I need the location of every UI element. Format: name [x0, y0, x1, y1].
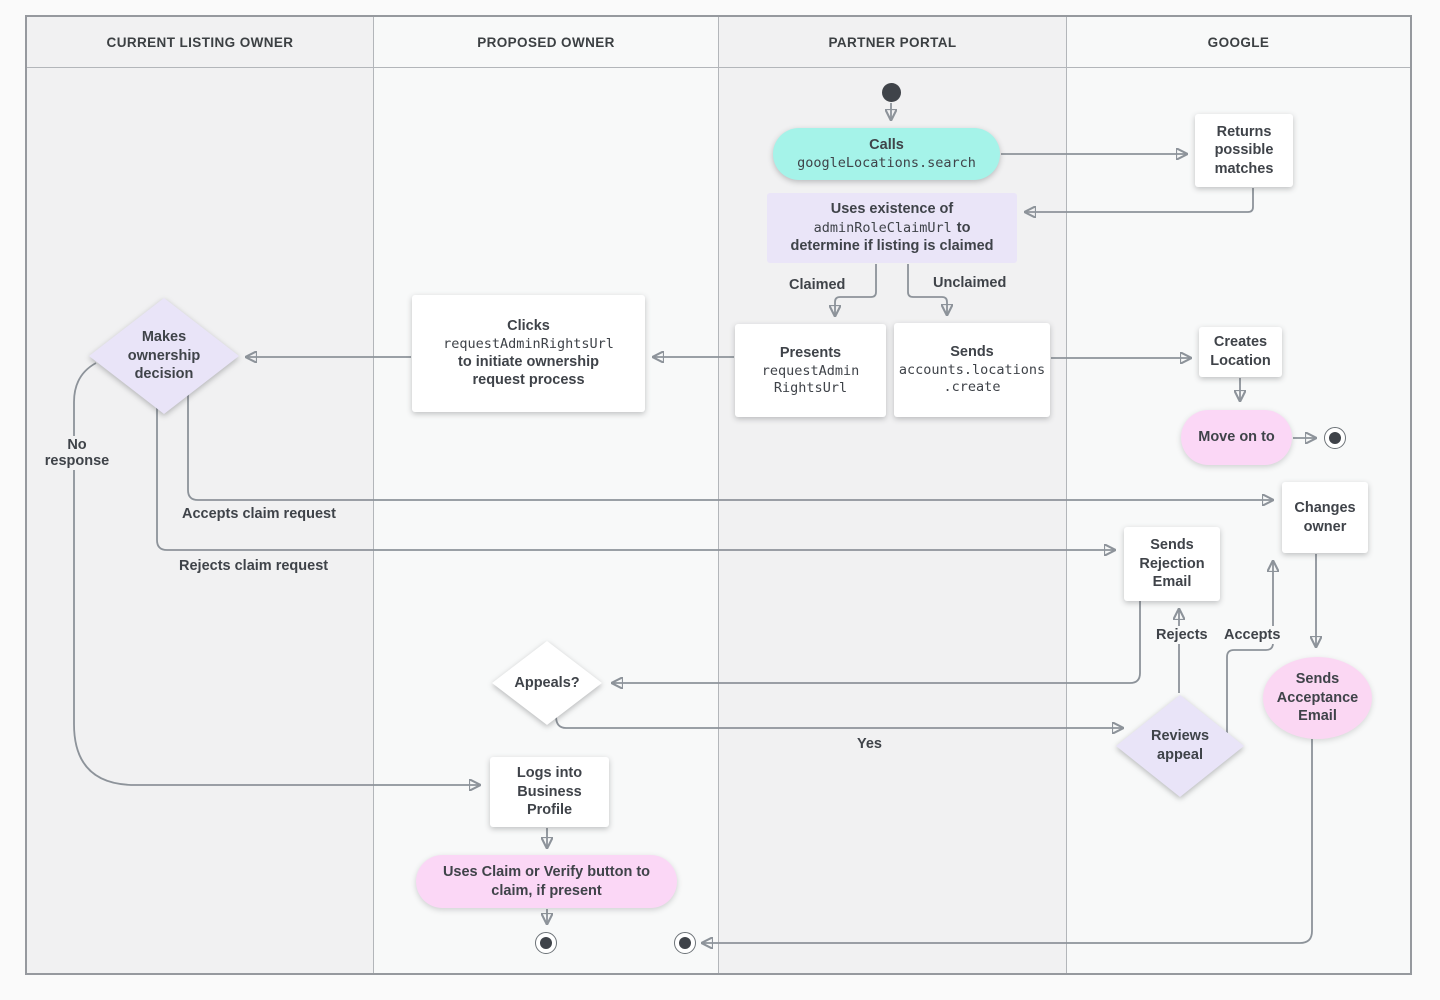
end-node-claim: [535, 932, 557, 954]
activity-code-line2: .create: [943, 379, 1001, 396]
start-node: [882, 83, 901, 102]
edge-label-rejects: Rejects: [1152, 626, 1212, 644]
activity-line2: to initiate ownership: [458, 353, 599, 370]
edge-label-no-response: No response: [36, 436, 118, 470]
decision-label: Makes ownership decision: [89, 298, 239, 414]
decision-appeals: Appeals?: [492, 641, 602, 725]
lane-current-listing-owner: CURRENT LISTING OWNER: [27, 17, 374, 973]
end-node-inner-dot: [679, 937, 691, 949]
edge-label-rejects-claim-request: Rejects claim request: [175, 557, 333, 575]
activity-clicks-requestadminrightsurl: Clicks requestAdminRightsUrl to initiate…: [412, 295, 645, 412]
end-node-inner-dot: [1329, 432, 1341, 444]
edge-label-yes: Yes: [853, 735, 886, 753]
activity-calls-googlelocations-search: Calls googleLocations.search: [773, 128, 1000, 180]
activity-title: Sends: [950, 344, 994, 361]
activity-title: Calls: [869, 137, 904, 154]
lane-header-current-listing-owner: CURRENT LISTING OWNER: [27, 17, 373, 68]
uses-existence-code: adminRoleClaimUrl: [813, 219, 952, 236]
activity-sends-acceptance-email: Sends Acceptance Email: [1263, 657, 1372, 739]
activity-line3: request process: [472, 372, 585, 389]
end-node-moveon: [1324, 427, 1346, 449]
activity-returns-possible-matches: Returns possible matches: [1195, 114, 1293, 187]
edge-label-unclaimed: Unclaimed: [929, 274, 1011, 292]
decision-label: Appeals?: [492, 641, 602, 725]
activity-title: Presents: [779, 344, 842, 361]
end-node-inner-dot: [540, 937, 552, 949]
activity-code: requestAdminRightsUrl: [443, 335, 614, 352]
end-node-acceptance: [674, 932, 696, 954]
activity-code-line1: requestAdmin: [761, 362, 860, 379]
lane-header-google: GOOGLE: [1067, 17, 1410, 68]
uses-existence-suffix: to: [956, 219, 971, 236]
activity-creates-location: Creates Location: [1199, 327, 1282, 377]
edge-label-accepts: Accepts: [1220, 626, 1285, 644]
lane-proposed-owner: PROPOSED OWNER: [374, 17, 719, 973]
uses-existence-line1: Uses existence of: [830, 201, 954, 218]
activity-move-on-to: Move on to: [1181, 410, 1292, 465]
activity-title: Clicks: [507, 318, 550, 335]
decision-makes-ownership-decision: Makes ownership decision: [89, 298, 239, 414]
lane-header-proposed-owner: PROPOSED OWNER: [374, 17, 718, 68]
uses-existence-line3: determine if listing is claimed: [790, 238, 994, 255]
activity-changes-owner: Changes owner: [1282, 482, 1368, 553]
activity-code: googleLocations.search: [797, 154, 976, 171]
activity-uses-claim-or-verify: Uses Claim or Verify button to claim, if…: [416, 855, 677, 908]
decision-label: Reviews appeal: [1116, 695, 1244, 797]
activity-sends-rejection-email: Sends Rejection Email: [1124, 527, 1220, 601]
decision-reviews-appeal: Reviews appeal: [1116, 695, 1244, 797]
lane-header-partner-portal: PARTNER PORTAL: [719, 17, 1066, 68]
activity-sends-accounts-locations-create: Sends accounts.locations .create: [894, 323, 1050, 417]
activity-logs-into-business-profile: Logs into Business Profile: [490, 757, 609, 827]
activity-code-line1: accounts.locations: [898, 362, 1046, 378]
activity-code-line2: RightsUrl: [773, 379, 848, 396]
edge-label-accepts-claim-request: Accepts claim request: [178, 505, 340, 523]
edge-label-claimed: Claimed: [785, 276, 850, 294]
activity-presents-requestadminrightsurl: Presents requestAdmin RightsUrl: [735, 324, 886, 417]
